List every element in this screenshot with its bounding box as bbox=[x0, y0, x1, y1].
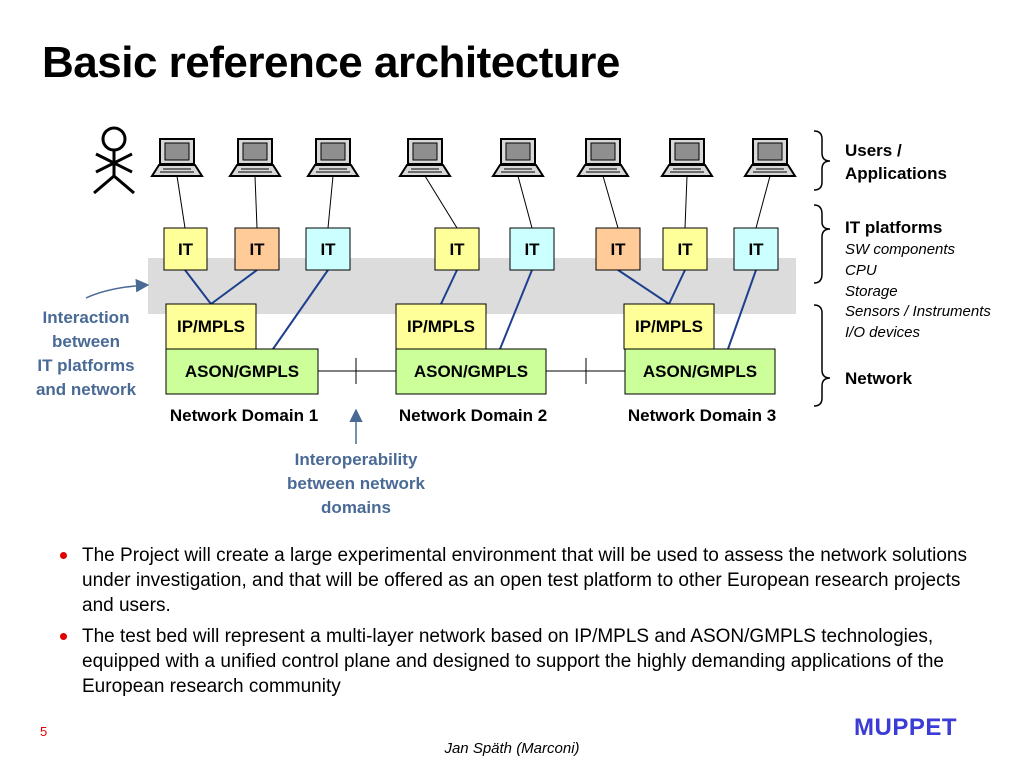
page-title: Basic reference architecture bbox=[42, 38, 620, 87]
laptop-icon bbox=[399, 138, 451, 177]
ason-gmpls-box: ASON/GMPLS bbox=[395, 348, 547, 395]
it-box: IT bbox=[595, 227, 641, 271]
svg-text:IT: IT bbox=[524, 240, 540, 259]
ason-gmpls-box: ASON/GMPLS bbox=[624, 348, 776, 395]
annotation-line: and network bbox=[35, 380, 137, 399]
inter-domain-links bbox=[318, 358, 626, 384]
laptop-icon bbox=[229, 138, 281, 177]
bullet-text: The test bed will represent a multi-laye… bbox=[82, 626, 944, 697]
laptop-icon bbox=[744, 138, 796, 177]
laptop-icon bbox=[151, 138, 203, 177]
annotation-line: Interoperability bbox=[294, 450, 418, 469]
ip-mpls-box: IP/MPLS bbox=[623, 303, 715, 350]
svg-text:IT: IT bbox=[610, 240, 626, 259]
svg-text:ASON/GMPLS: ASON/GMPLS bbox=[414, 362, 528, 381]
users-label-line1: Users / bbox=[845, 141, 902, 160]
bullet-text: The Project will create a large experime… bbox=[82, 545, 967, 616]
it-detail-item: Sensors / Instruments bbox=[845, 303, 991, 321]
annotation-line: domains bbox=[321, 498, 391, 517]
it-box: IT bbox=[434, 227, 480, 271]
laptop-icon bbox=[661, 138, 713, 177]
it-box: IT bbox=[662, 227, 708, 271]
network-label: Network bbox=[845, 369, 913, 388]
svg-text:IT: IT bbox=[178, 240, 194, 259]
annotation-line: Interaction bbox=[42, 308, 130, 327]
laptop-icon bbox=[577, 138, 629, 177]
it-detail-item: SW components bbox=[845, 241, 956, 258]
brace-icon bbox=[813, 130, 831, 407]
bullet-dot-icon bbox=[60, 633, 67, 640]
ason-gmpls-box: ASON/GMPLS bbox=[165, 348, 319, 395]
it-box: IT bbox=[163, 227, 208, 271]
annotation-line: between network bbox=[287, 474, 425, 493]
laptop-icon bbox=[492, 138, 544, 177]
page-number: 5 bbox=[40, 724, 48, 739]
svg-text:IT: IT bbox=[677, 240, 693, 259]
it-platforms-label: IT platforms bbox=[845, 218, 943, 237]
svg-text:IT: IT bbox=[320, 240, 336, 259]
svg-text:IP/MPLS: IP/MPLS bbox=[407, 317, 475, 336]
ip-mpls-box: IP/MPLS bbox=[395, 303, 487, 350]
it-detail-item: Storage bbox=[845, 282, 898, 300]
bullet-item: The Project will create a large experime… bbox=[58, 543, 978, 618]
users-label: Users / Applications bbox=[845, 139, 947, 185]
it-detail-item: I/O devices bbox=[845, 324, 921, 342]
muppet-logo: MUPPET bbox=[854, 714, 958, 741]
svg-text:IP/MPLS: IP/MPLS bbox=[635, 317, 703, 336]
it-box: IT bbox=[509, 227, 555, 271]
ip-mpls-box: IP/MPLS bbox=[165, 303, 257, 350]
it-box: IT bbox=[733, 227, 779, 271]
bullet-list: The Project will create a large experime… bbox=[58, 543, 978, 705]
bullet-dot-icon bbox=[60, 552, 67, 559]
annotation-line: between bbox=[51, 332, 121, 351]
svg-text:IT: IT bbox=[249, 240, 265, 259]
laptop-icon bbox=[307, 138, 359, 177]
it-box: IT bbox=[305, 227, 351, 271]
users-label-line2: Applications bbox=[845, 164, 948, 183]
svg-text:IT: IT bbox=[748, 240, 764, 259]
svg-text:IT: IT bbox=[449, 240, 465, 259]
user-icon bbox=[93, 126, 135, 195]
bullet-item: The test bed will represent a multi-laye… bbox=[58, 624, 978, 699]
it-detail-item: CPU bbox=[845, 261, 877, 279]
annotation-line: IT platforms bbox=[37, 356, 135, 375]
domain-label: Network Domain 1 bbox=[170, 406, 318, 425]
it-platforms-details: SW components CPU Storage Sensors / Inst… bbox=[845, 240, 991, 344]
laptop-links bbox=[176, 175, 771, 229]
svg-text:IP/MPLS: IP/MPLS bbox=[177, 317, 245, 336]
domain-label: Network Domain 3 bbox=[628, 406, 776, 425]
footer-author: Jan Späth (Marconi) bbox=[444, 740, 580, 757]
it-box: IT bbox=[234, 227, 280, 271]
interaction-annotation: Interaction between IT platforms and net… bbox=[18, 306, 154, 402]
interaction-arrow bbox=[85, 278, 150, 299]
domain-label: Network Domain 2 bbox=[399, 406, 547, 425]
svg-text:ASON/GMPLS: ASON/GMPLS bbox=[643, 362, 757, 381]
interop-annotation: Interoperability between network domains bbox=[266, 448, 446, 520]
svg-text:ASON/GMPLS: ASON/GMPLS bbox=[185, 362, 299, 381]
it-network-links bbox=[184, 269, 757, 350]
